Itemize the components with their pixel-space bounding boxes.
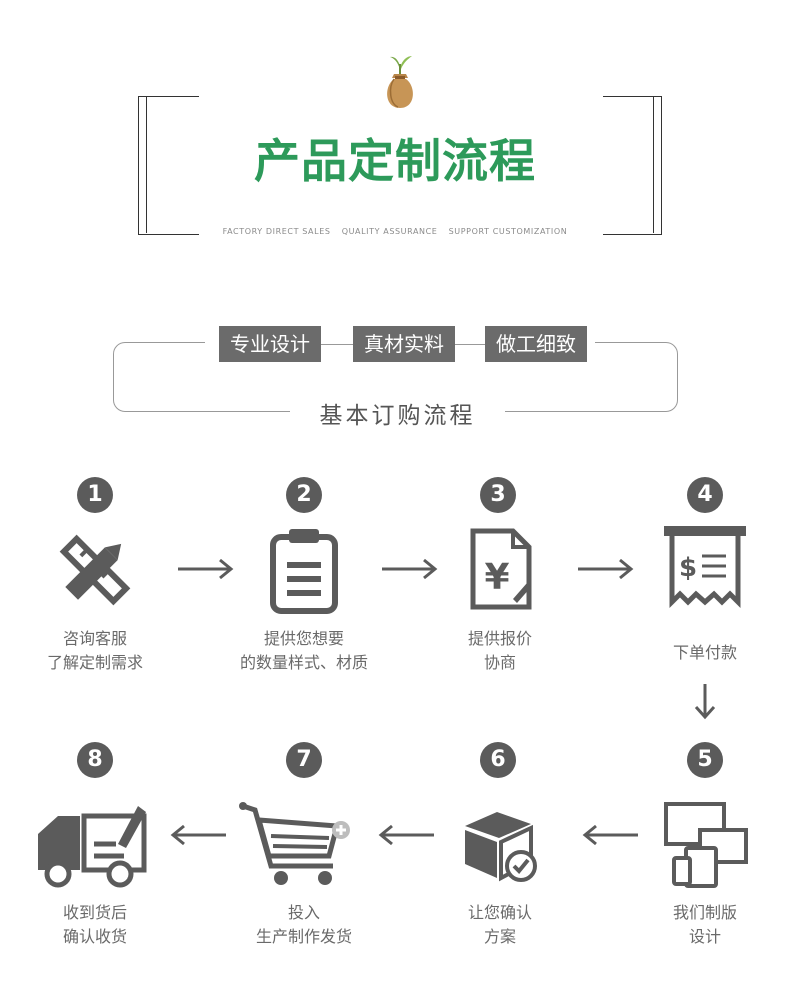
- box-check-icon: [455, 800, 545, 890]
- step-number-3: 3: [480, 477, 516, 513]
- arrow-left-icon: [582, 823, 638, 847]
- shopping-cart-icon: [237, 800, 350, 890]
- header-bracket-left: [138, 96, 199, 235]
- step-number-2: 2: [286, 477, 322, 513]
- step-label-6: 让您确认 方案: [467, 903, 532, 946]
- step-label-1: 咨询客服 了解定制需求: [46, 629, 143, 672]
- receipt-icon: $: [660, 522, 750, 612]
- svg-text:¥: ¥: [484, 557, 509, 598]
- delivery-truck-icon: [32, 800, 147, 890]
- arrow-right-icon: [578, 557, 634, 581]
- step-number-1: 1: [77, 477, 113, 513]
- process-title: 基本订购流程: [319, 403, 476, 429]
- tagline-item: QUALITY ASSURANCE: [341, 227, 438, 236]
- step-number-8: 8: [77, 742, 113, 778]
- step-number-5: 5: [687, 742, 723, 778]
- tagline: FACTORY DIRECT SALES QUALITY ASSURANCE S…: [0, 227, 790, 236]
- arrow-right-icon: [178, 557, 234, 581]
- step-label-8: 收到货后 确认收货: [62, 903, 127, 946]
- step-number-4: 4: [687, 477, 723, 513]
- step-label-3: 提供报价 协商: [467, 629, 532, 672]
- step-label-4: 下单付款: [672, 643, 737, 662]
- badge-material: 真材实料: [353, 326, 455, 362]
- arrow-down-icon: [693, 684, 717, 724]
- page-title: 产品定制流程: [254, 134, 536, 188]
- ruler-pencil-icon: [50, 525, 140, 615]
- clipboard-icon: [259, 525, 349, 615]
- header-bracket-right-inner: [653, 96, 654, 233]
- tagline-item: SUPPORT CUSTOMIZATION: [448, 227, 568, 236]
- badge-design: 专业设计: [219, 326, 321, 362]
- svg-text:$: $: [679, 553, 697, 583]
- step-label-2: 提供您想要 的数量样式、材质: [239, 629, 368, 672]
- badge-craft: 做工细致: [485, 326, 587, 362]
- step-number-7: 7: [286, 742, 322, 778]
- header-bracket-right: [603, 96, 662, 235]
- tagline-item: FACTORY DIRECT SALES: [222, 227, 331, 236]
- yen-document-icon: ¥: [455, 525, 545, 615]
- header-bracket-left-inner: [146, 96, 147, 233]
- arrow-left-icon: [170, 823, 226, 847]
- step-label-7: 投入 生产制作发货: [255, 903, 352, 946]
- devices-icon: [660, 800, 750, 890]
- step-label-5: 我们制版 设计: [672, 903, 737, 946]
- money-bag-logo-icon: [380, 50, 420, 110]
- arrow-left-icon: [378, 823, 434, 847]
- arrow-right-icon: [382, 557, 438, 581]
- step-number-6: 6: [480, 742, 516, 778]
